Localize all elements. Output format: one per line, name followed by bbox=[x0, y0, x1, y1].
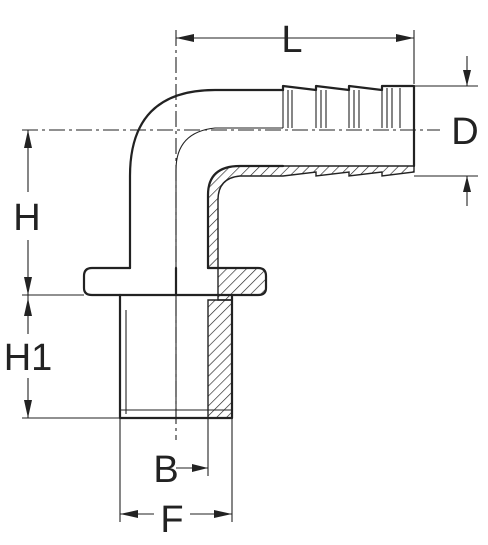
dimension-F: F bbox=[120, 498, 232, 542]
barb-shading bbox=[287, 88, 401, 128]
elbow-outer-wall bbox=[128, 88, 285, 270]
flange-section bbox=[208, 267, 267, 301]
hose-barb-section bbox=[207, 165, 415, 269]
dim-label-F: F bbox=[160, 499, 183, 541]
dim-label-L: L bbox=[281, 19, 302, 61]
dimension-D: D bbox=[451, 56, 479, 206]
dimension-H: H bbox=[6, 130, 46, 295]
center-lines bbox=[22, 30, 440, 440]
dimension-B: B bbox=[153, 449, 208, 491]
shank-section bbox=[207, 299, 233, 419]
elbow-bore-outer bbox=[175, 127, 283, 268]
dim-label-B: B bbox=[153, 449, 178, 491]
dim-label-H: H bbox=[13, 197, 40, 239]
dimension-L: L bbox=[176, 19, 414, 61]
dimension-H1: H1 bbox=[2, 295, 54, 418]
extension-lines bbox=[22, 30, 478, 522]
dim-label-D: D bbox=[451, 111, 478, 153]
dim-label-H1: H1 bbox=[4, 337, 53, 379]
fitting-body bbox=[82, 84, 416, 420]
